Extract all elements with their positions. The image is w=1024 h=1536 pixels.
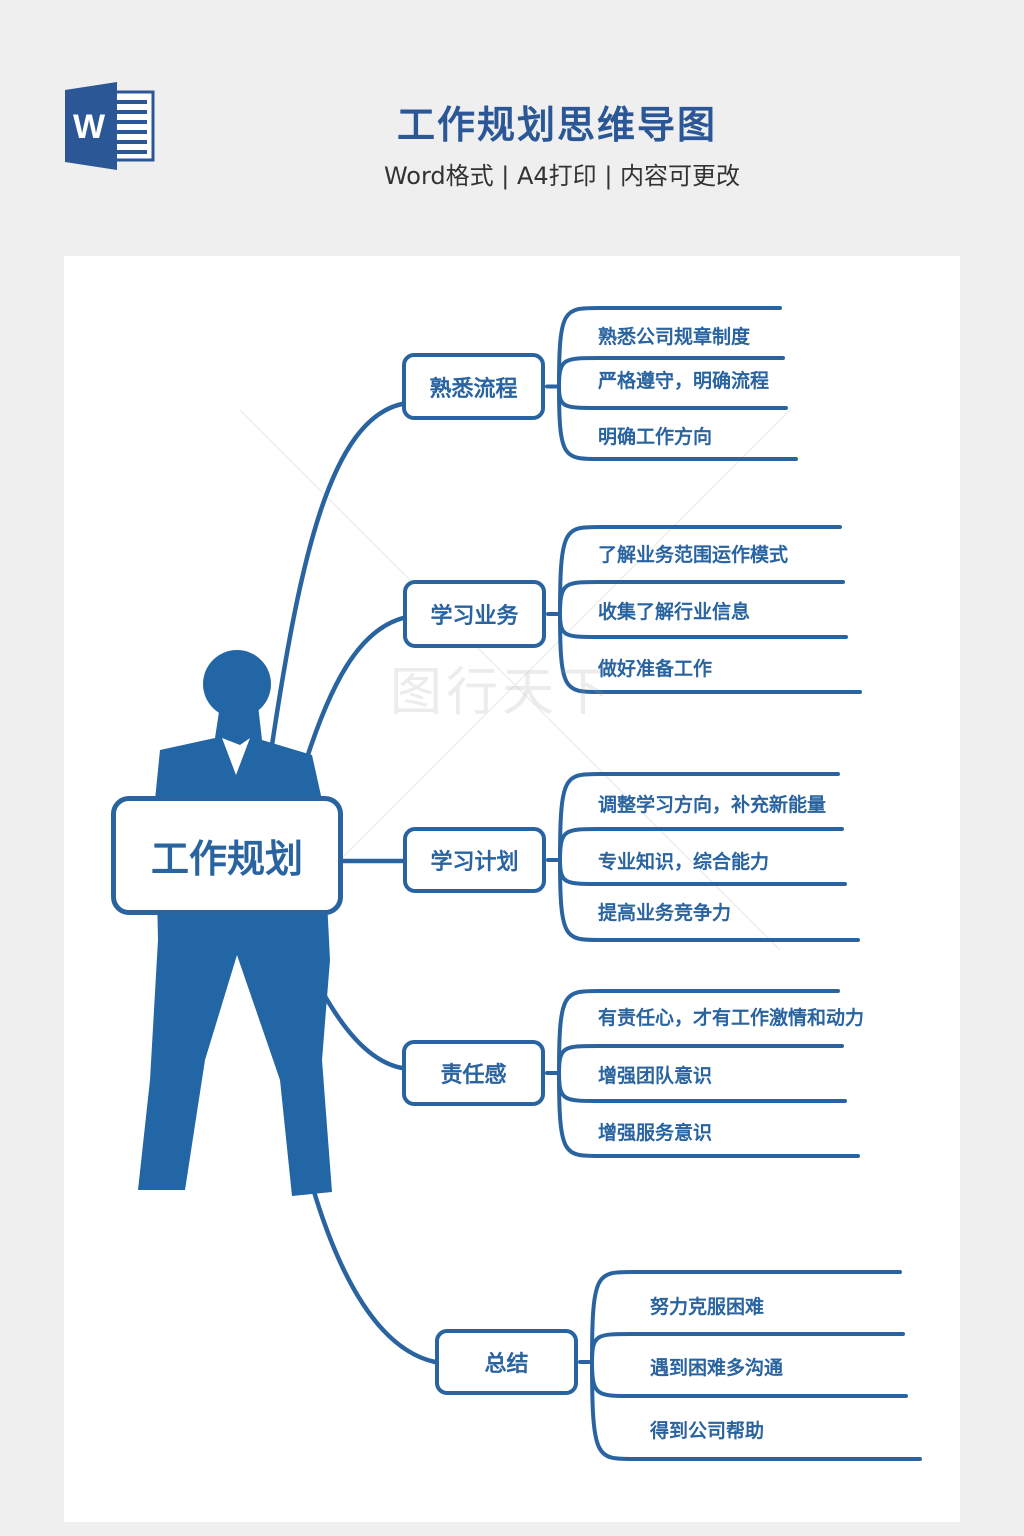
leaf-item[interactable]: 得到公司帮助 — [650, 1420, 765, 1442]
leaf-underline — [558, 772, 840, 862]
leaf-underline — [557, 306, 782, 389]
watermark-line — [239, 409, 781, 951]
leaf-underline — [557, 356, 785, 389]
leaf-item[interactable]: 了解业务范围运作模式 — [598, 544, 789, 566]
center-node[interactable]: 工作规划 — [111, 796, 343, 915]
branch-node[interactable]: 责任感 — [402, 1040, 545, 1106]
leaf-item[interactable]: 收集了解行业信息 — [598, 601, 751, 623]
leaf-item[interactable]: 明确工作方向 — [598, 426, 713, 448]
leaf-underline — [590, 1332, 905, 1364]
leaf-item[interactable]: 调整学习方向，补充新能量 — [598, 794, 827, 816]
leaf-item[interactable]: 严格遵守，明确流程 — [598, 370, 770, 392]
leaf-underline — [558, 612, 862, 694]
branch-node[interactable]: 学习计划 — [403, 827, 546, 893]
leaf-item[interactable]: 专业知识，综合能力 — [598, 851, 770, 873]
leaf-underline — [557, 1071, 860, 1158]
person-silhouette — [138, 650, 332, 1196]
leaf-item[interactable]: 增强服务意识 — [598, 1122, 713, 1144]
leaf-underline — [558, 858, 860, 942]
branch-node[interactable]: 总结 — [435, 1329, 578, 1395]
leaf-underline — [590, 1360, 922, 1461]
leaf-underline — [558, 827, 844, 862]
leaf-item[interactable]: 提高业务竞争力 — [598, 902, 732, 924]
leaf-underline — [590, 1270, 902, 1364]
watermark: 图行天下 — [390, 663, 615, 723]
leaf-underline — [557, 384, 798, 461]
leaf-item[interactable]: 有责任心，才有工作激情和动力 — [598, 1007, 865, 1029]
leaf-underline — [557, 1044, 844, 1075]
leaf-item[interactable]: 遇到困难多沟通 — [650, 1357, 784, 1379]
leaf-item[interactable]: 做好准备工作 — [598, 658, 713, 680]
branch-connector — [309, 1182, 438, 1365]
branch-node[interactable]: 学习业务 — [403, 580, 546, 648]
leaf-item[interactable]: 努力克服困难 — [650, 1296, 765, 1318]
leaf-item[interactable]: 增强团队意识 — [598, 1065, 713, 1087]
leaf-underline — [558, 580, 845, 616]
leaf-underline — [558, 525, 842, 616]
page-title: 工作规划思维导图 — [396, 103, 717, 147]
page-subtitle: Word格式 | A4打印 | 内容可更改 — [383, 162, 741, 190]
branch-connector — [269, 401, 405, 748]
leaf-item[interactable]: 熟悉公司规章制度 — [598, 326, 751, 348]
leaf-underline — [557, 989, 840, 1075]
branch-node[interactable]: 熟悉流程 — [402, 353, 545, 420]
branch-connector — [297, 615, 406, 783]
word-document-icon: W — [65, 82, 157, 170]
logo-letter: W — [73, 108, 106, 146]
